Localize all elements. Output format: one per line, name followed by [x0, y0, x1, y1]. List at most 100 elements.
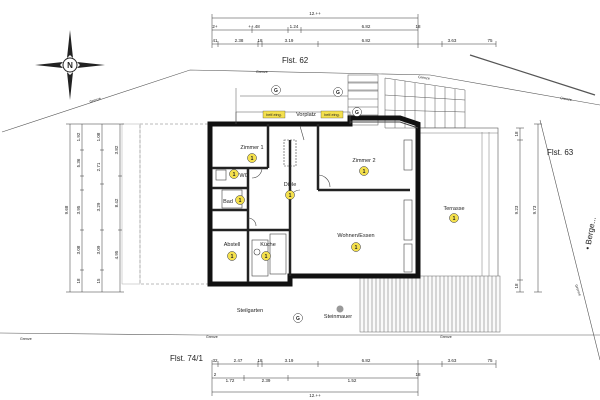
- right-dim-2-1: 9.73: [532, 205, 537, 214]
- tag-left: belf.eing.: [262, 110, 286, 119]
- top-dim-2-3: 18: [257, 38, 263, 43]
- badge-wohnen: 1: [351, 242, 361, 252]
- left-dim-3-1: 3.82: [114, 145, 119, 154]
- bottom-dim-1-6: 3.63: [448, 358, 457, 363]
- bottom-dim-2-5: 18: [415, 372, 421, 377]
- terrace-planting-strip: [418, 132, 498, 280]
- badge-zimmer2: 1: [359, 166, 369, 176]
- g-badges: G G G G: [271, 85, 362, 323]
- bottom-dim-2-1: 2: [214, 372, 217, 377]
- top-dimension-chain: [211, 14, 497, 48]
- bottom-dim-2-2: 1.72: [226, 378, 235, 383]
- entrance-tags: belf.eing. belf.eing.: [262, 110, 344, 119]
- g-badge-2: G: [333, 87, 343, 97]
- left-dim-1-4: 3.08: [76, 245, 81, 254]
- bottom-dim-1-4: 3.19: [285, 358, 294, 363]
- svg-text:1: 1: [453, 216, 456, 222]
- parcel-label-south: Flst. 74/1: [170, 354, 203, 363]
- south-deck-hatch: [359, 275, 501, 333]
- label-steinmauer: Steinmauer: [324, 314, 352, 320]
- svg-text:1: 1: [231, 254, 234, 260]
- house-outer-walls: [207, 111, 421, 287]
- badge-bad: 1: [235, 195, 245, 205]
- top-dim-2-4: 3.19: [285, 38, 294, 43]
- svg-text:G: G: [355, 110, 359, 116]
- left-dim-2-4: 3.09: [96, 245, 101, 254]
- right-dimension-chain: [516, 123, 542, 293]
- boundary-label-s: Grenze: [206, 335, 218, 339]
- svg-text:1: 1: [265, 254, 268, 260]
- badge-abstell: 1: [227, 251, 237, 261]
- bottom-dimension-chain: [211, 360, 497, 396]
- top-dim-2-5: 6.82: [362, 38, 371, 43]
- bottom-dim-2-4: 1.52: [348, 378, 357, 383]
- svg-text:1: 1: [233, 172, 236, 178]
- boundary-label-nw: Grenze: [89, 97, 101, 104]
- left-dim-1-1: 1.92: [76, 132, 81, 141]
- boundary-label-n: Grenze: [256, 70, 268, 74]
- west-area-outline: [139, 123, 213, 285]
- label-stellgarten: Steilgarten: [237, 308, 263, 314]
- bottom-total-dimension: 12.++: [309, 393, 321, 398]
- room-label-diele: Diele: [284, 182, 297, 188]
- room-label-wohnen: Wohnen/Essen: [337, 233, 374, 239]
- top-dim-1-4: 6.82: [362, 24, 371, 29]
- parcel-label-north: Flst. 62: [282, 56, 309, 65]
- room-label-zimmer1: Zimmer 1: [240, 145, 263, 151]
- house-inner-walls: [212, 124, 410, 282]
- top-dim-1-1: 2+: [212, 24, 218, 29]
- svg-text:G: G: [274, 88, 278, 94]
- svg-text:1: 1: [355, 245, 358, 251]
- road-label-east: • Berge...: [583, 216, 598, 250]
- badge-kueche: 1: [261, 251, 271, 261]
- bottom-dim-1-5: 6.82: [362, 358, 371, 363]
- steinmauer-marker: [336, 305, 344, 313]
- room-label-terrasse: Terrasse: [443, 206, 464, 212]
- svg-text:belf.eing.: belf.eing.: [324, 113, 339, 117]
- left-dimension-chain: [66, 123, 124, 293]
- room-label-abstell: Abstell: [224, 242, 241, 248]
- top-dim-2-7: 75: [487, 38, 493, 43]
- north-arrow-icon: [35, 30, 105, 100]
- right-dim-1-3: 18: [514, 283, 519, 289]
- badge-terrasse: 1: [449, 213, 459, 223]
- bottom-dim-2-3: 2.39: [262, 378, 271, 383]
- top-dim-1-5: 18: [415, 24, 421, 29]
- tag-right: belf.eing.: [320, 110, 344, 119]
- top-dim-2-6: 3.63: [448, 38, 457, 43]
- top-total-dimension: 12.++: [309, 11, 321, 16]
- left-dim-2-2: 2.71: [96, 162, 101, 171]
- boundary-label-se: Grenze: [440, 335, 452, 339]
- top-dim-1-3: 1.24: [290, 24, 299, 29]
- room-label-bad: Bad: [223, 199, 233, 205]
- room-label-vorplatz: Vorplatz: [296, 112, 316, 118]
- left-outer-dim: 9.68: [64, 205, 69, 214]
- parcel-boundaries: [0, 54, 600, 361]
- left-dim-2-5: 15: [96, 278, 101, 284]
- g-badge-3: G: [352, 107, 362, 117]
- svg-text:G: G: [336, 90, 340, 96]
- bottom-dim-1-7: 75: [487, 358, 493, 363]
- right-dim-1-2: 9.23: [514, 205, 519, 214]
- west-strip-outline: [121, 123, 141, 285]
- boundary-label-e: Grenze: [560, 96, 572, 102]
- boundary-label-sw: Grenze: [20, 337, 32, 341]
- room-label-kueche: Küche: [260, 242, 276, 248]
- svg-text:1: 1: [251, 156, 254, 162]
- interior-fixtures: [215, 125, 413, 277]
- top-dim-1-2: ++.48: [248, 24, 260, 29]
- left-dim-1-3: 3.95: [76, 205, 81, 214]
- svg-text:G: G: [296, 316, 300, 322]
- north-label: N: [67, 61, 73, 70]
- svg-text:1: 1: [289, 193, 292, 199]
- room-badges: 1 1 1 1 1 1 1 1 1: [227, 153, 459, 261]
- boundary-label-east-road: Grenze: [574, 284, 582, 296]
- left-dim-3-3: 4.95: [114, 250, 119, 259]
- left-dim-2-3: 3.29: [96, 202, 101, 211]
- g-badge-1: G: [271, 85, 281, 95]
- bottom-dim-1-3: 18: [257, 358, 263, 363]
- top-dim-2-1: 41: [212, 38, 218, 43]
- svg-text:1: 1: [239, 198, 242, 204]
- svg-text:belf.eing.: belf.eing.: [266, 113, 281, 117]
